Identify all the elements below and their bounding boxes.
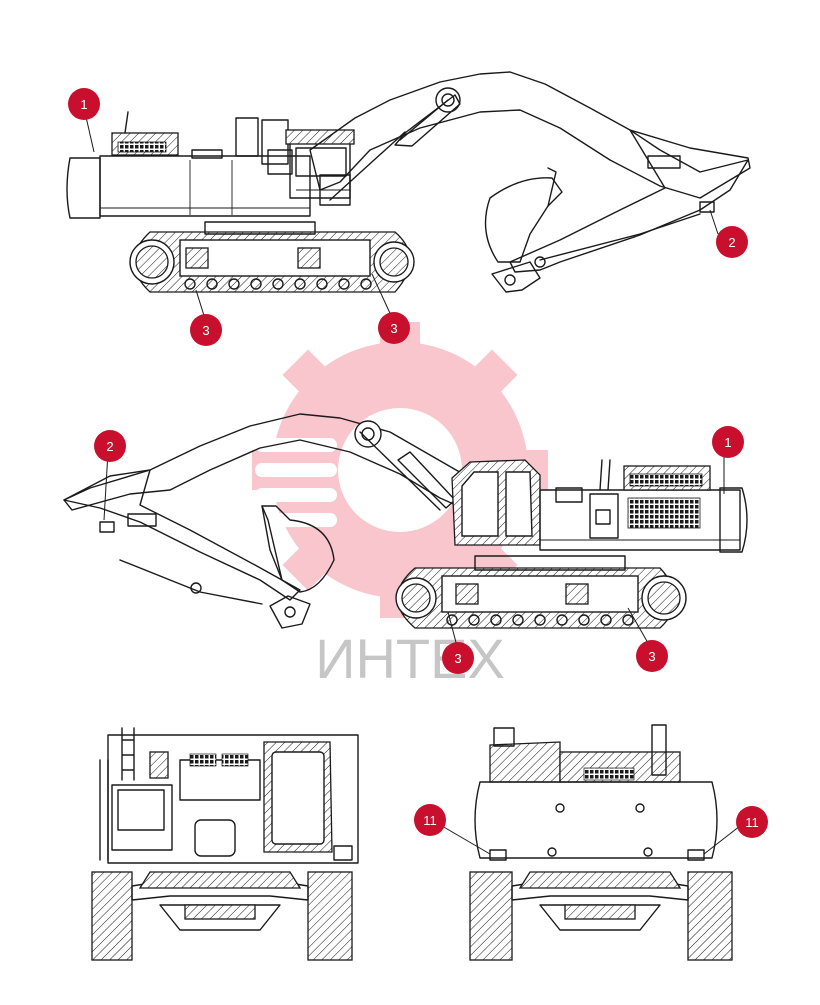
callout-leaders (83, 107, 741, 855)
upper-structure-body (99, 155, 311, 217)
excavator-side-view-left (66, 71, 751, 293)
rear-track-right (687, 871, 733, 961)
callout-label: 1 (724, 435, 731, 450)
radiator-grill (117, 141, 167, 153)
front-track-right (307, 871, 353, 961)
callout-label: 1 (80, 97, 87, 112)
handrail (235, 117, 259, 157)
callout-2-top: 2 (716, 226, 748, 258)
excavator-front-view (91, 727, 359, 961)
front-engine-panel (111, 784, 173, 851)
rear-lube-point-left (489, 849, 507, 861)
front-track-left (91, 871, 133, 961)
callout-label: 2 (106, 439, 113, 454)
rear-track-left (469, 871, 513, 961)
bucket-linkage (491, 261, 541, 293)
callout-label: 3 (390, 321, 397, 336)
boom-2-pivot (354, 420, 382, 448)
counterweight (66, 157, 101, 219)
callout-label: 3 (648, 649, 655, 664)
radiator-grill-2 (627, 497, 701, 529)
track-rollers (184, 278, 372, 290)
rear-counterweight (474, 781, 718, 859)
callout-2-middle: 2 (94, 430, 126, 462)
callout-1-middle: 1 (712, 426, 744, 458)
callout-3-top-left: 3 (190, 314, 222, 346)
excavator-side-view-right (63, 413, 748, 629)
callout-label: 11 (423, 813, 437, 828)
arm (509, 129, 749, 273)
boom-2-cylinder (359, 431, 441, 511)
callout-3-middle-left: 3 (442, 642, 474, 674)
cab-2-window (461, 471, 499, 537)
watermark-text: ИНТЕХ (315, 627, 505, 690)
excavator-rear-view (469, 724, 733, 961)
boom-cylinder (329, 131, 406, 201)
front-ladder (121, 727, 135, 781)
callout-1-top: 1 (68, 88, 100, 120)
rear-engine-cover (489, 741, 561, 783)
bucket-teeth (547, 167, 557, 207)
callout-label: 2 (728, 235, 735, 250)
callout-label: 11 (745, 815, 759, 830)
track-rollers-2 (446, 614, 634, 626)
bucket (484, 177, 563, 263)
track-frame (179, 239, 371, 277)
callout-11-rear-right: 11 (736, 806, 768, 838)
callout-3-middle-right: 3 (636, 640, 668, 672)
arm-2 (63, 469, 301, 601)
boom-2 (63, 413, 471, 511)
rear-lube-point-right (687, 849, 705, 861)
bucket-2 (261, 505, 335, 593)
callout-label: 3 (454, 651, 461, 666)
callout-label: 3 (202, 323, 209, 338)
callout-11-rear-left: 11 (414, 804, 446, 836)
bucket-2-linkage (269, 595, 311, 629)
front-cab-window (271, 751, 325, 845)
exhaust-pipe (124, 111, 129, 134)
callout-3-top-right: 3 (378, 312, 410, 344)
counterweight-2 (719, 487, 748, 553)
